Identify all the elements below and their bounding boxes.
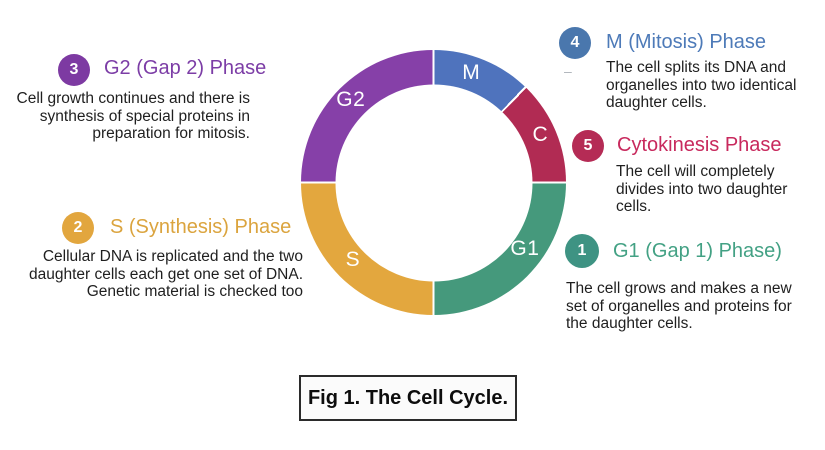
phase-number-badge-g1: 1 bbox=[565, 234, 599, 268]
phase-title-g2: G2 (Gap 2) Phase bbox=[104, 57, 267, 79]
phase-title-s: S (Synthesis) Phase bbox=[110, 216, 292, 238]
donut-segment-label-s: S bbox=[345, 248, 361, 272]
dash-mark: – bbox=[564, 63, 572, 79]
donut-hole bbox=[335, 84, 532, 281]
phase-description-m: The cell splits its DNA and organelles i… bbox=[606, 59, 797, 111]
phase-number-badge-m: 4 bbox=[559, 27, 591, 59]
phase-description-g2: Cell growth continues and there is synth… bbox=[16, 90, 251, 142]
phase-number-badge-s: 2 bbox=[62, 212, 94, 244]
phase-number-badge-g2: 3 bbox=[58, 54, 90, 86]
phase-description-g1: The cell grows and makes a new set of or… bbox=[566, 280, 792, 332]
phase-description-cytokinesis: The cell will completely divides into tw… bbox=[616, 163, 788, 215]
phase-title-cytokinesis: Cytokinesis Phase bbox=[617, 134, 782, 156]
phase-description-s: Cellular DNA is replicated and the two d… bbox=[29, 248, 303, 300]
figure-caption-box: Fig 1. The Cell Cycle. bbox=[299, 375, 517, 421]
donut-segment-label-g1: G1 bbox=[510, 236, 540, 260]
figure-caption: Fig 1. The Cell Cycle. bbox=[307, 386, 509, 409]
phase-number-badge-cytokinesis: 5 bbox=[572, 130, 604, 162]
donut-segment-label-c: C bbox=[532, 122, 549, 146]
phase-title-g1: G1 (Gap 1) Phase) bbox=[613, 240, 782, 262]
phase-title-m: M (Mitosis) Phase bbox=[606, 31, 767, 53]
donut-segment-label-m: M bbox=[462, 60, 481, 84]
donut-segment-label-g2: G2 bbox=[336, 87, 366, 111]
